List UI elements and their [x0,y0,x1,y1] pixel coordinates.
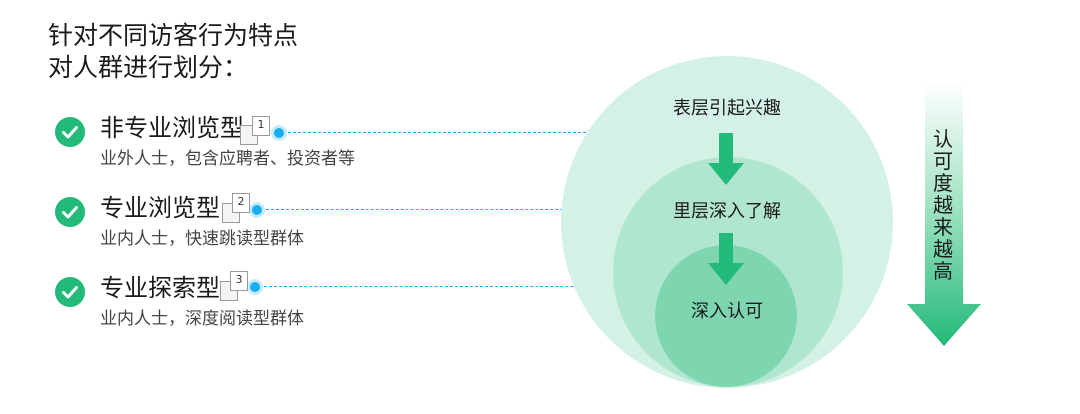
down-arrow-icon [708,133,744,185]
reference-tag: 3 [230,271,248,291]
visitor-type-1: 非专业浏览型 业外人士，包含应聘者、投资者等 [55,113,435,183]
heading-line-2: 对人群进行划分： [48,53,249,82]
reference-tag: 1 [252,116,270,136]
visitor-type-desc: 业外人士，包含应聘者、投资者等 [100,149,355,169]
arrow-label-char: 来 [933,215,953,239]
increase-arrow-icon [907,82,981,346]
arrow-label-char: 度 [933,171,953,195]
connector-dot [274,128,284,138]
connector-dot [252,205,262,215]
connector-dot [250,282,260,292]
check-icon [55,197,85,227]
visitor-type-title: 专业探索型 [100,274,220,302]
connector-line [266,209,638,210]
increase-arrow-label: 认 可 度 越 来 越 高 [930,128,956,282]
heading-line-1: 针对不同访客行为特点 [48,21,299,50]
arrow-label-char: 越 [933,193,953,217]
visitor-type-2: 专业浏览型 业内人士，快速跳读型群体 [55,193,435,263]
visitor-type-3: 专业探索型 业内人士，深度阅读型群体 [55,273,435,343]
down-arrow-icon [708,233,744,285]
connector-line [288,132,616,133]
visitor-type-desc: 业内人士，深度阅读型群体 [100,309,304,329]
heading: 针对不同访客行为特点 对人群进行划分： [48,20,298,84]
inner-layer-label: 深入认可 [691,301,763,322]
check-icon [55,277,85,307]
check-icon [55,117,85,147]
arrow-label-char: 高 [933,259,953,283]
arrow-label-char: 可 [933,149,953,173]
visitor-type-title: 非专业浏览型 [100,114,244,142]
outer-layer-label: 表层引起兴趣 [673,98,781,119]
visitor-type-desc: 业内人士，快速跳读型群体 [100,229,304,249]
middle-layer-label: 里层深入了解 [673,201,781,222]
arrow-label-char: 越 [933,237,953,261]
connector-line [264,286,704,287]
visitor-type-title: 专业浏览型 [100,194,220,222]
arrow-label-char: 认 [933,127,953,151]
reference-tag: 2 [232,193,250,213]
